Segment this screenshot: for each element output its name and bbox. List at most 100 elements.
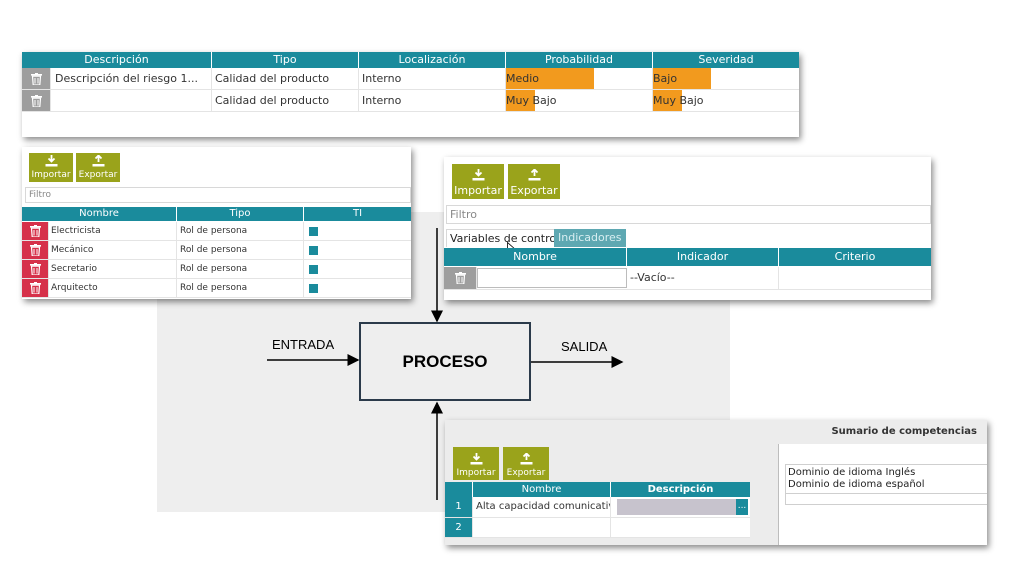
cell-descripcion	[51, 90, 212, 111]
table-row[interactable]: Calidad del producto Interno Muy Bajo Mu…	[22, 90, 799, 112]
export-button[interactable]: Exportar	[503, 447, 549, 480]
cell-localizacion: Interno	[359, 68, 506, 89]
col-header-tipo[interactable]: Tipo	[212, 52, 359, 68]
cell-nombre: Alta capacidad comunicativa	[473, 497, 611, 517]
import-button[interactable]: Importar	[452, 164, 504, 199]
import-button[interactable]: Importar	[453, 447, 499, 480]
control-variables-panel: Importar Exportar Filtro Variables de co…	[444, 157, 931, 300]
criterio-cell[interactable]	[779, 267, 931, 289]
download-icon	[472, 169, 484, 181]
download-icon	[470, 453, 482, 465]
nombre-input[interactable]	[477, 268, 627, 288]
table-row[interactable]: --Vacío--	[444, 267, 931, 290]
col-header-probabilidad[interactable]: Probabilidad	[506, 52, 653, 68]
col-header-tipo[interactable]: Tipo	[177, 207, 304, 221]
col-header-indicador[interactable]: Indicador	[627, 248, 779, 266]
cell-probabilidad: Muy Bajo	[506, 90, 653, 111]
list-item[interactable]: Dominio de idioma español	[788, 479, 925, 490]
output-label: SALIDA	[561, 339, 608, 354]
filter-input[interactable]: Filtro	[25, 187, 411, 203]
col-header-descripcion[interactable]: Descripción	[647, 484, 714, 495]
upload-icon	[92, 155, 104, 167]
delete-button[interactable]	[22, 279, 49, 297]
cell-descripcion[interactable]: ...	[611, 497, 750, 517]
control-table-header: Nombre Indicador Criterio	[444, 248, 931, 266]
competencies-list: Dominio de idioma Inglés Dominio de idio…	[785, 464, 987, 494]
export-label: Exportar	[78, 170, 118, 180]
probability-value: Medio	[506, 72, 540, 85]
ti-color-swatch	[309, 226, 318, 236]
col-header-nombre[interactable]: Nombre	[22, 207, 177, 221]
risk-table-panel: Descripción Tipo Localización Probabilid…	[22, 52, 799, 137]
cell-nombre: Secretario	[49, 260, 177, 278]
trash-icon	[30, 72, 42, 85]
roles-table-header: Nombre Tipo TI	[22, 207, 411, 221]
col-header-ti[interactable]: TI	[352, 208, 363, 219]
trash-icon	[454, 272, 466, 284]
ti-color-swatch	[309, 245, 318, 255]
delete-button[interactable]	[22, 90, 51, 111]
tab-variables-de-control[interactable]: Variables de control	[446, 229, 564, 247]
table-row[interactable]: 2	[445, 518, 750, 538]
delete-button[interactable]	[444, 267, 477, 289]
col-header-num	[445, 482, 473, 497]
risk-table-header: Descripción Tipo Localización Probabilid…	[22, 52, 799, 68]
table-row[interactable]: Descripción del riesgo 1... Calidad del …	[22, 68, 799, 90]
export-label: Exportar	[506, 468, 546, 478]
cell-ti	[304, 260, 411, 278]
cell-nombre: Arquitecto	[49, 279, 177, 297]
list-item[interactable]: Dominio de idioma Inglés	[788, 467, 916, 478]
import-label: Importar	[31, 170, 71, 180]
competencies-table: Nombre Descripción 1 Alta capacidad comu…	[445, 482, 750, 538]
cell-severidad: Muy Bajo	[653, 90, 799, 111]
import-label: Importar	[456, 468, 496, 478]
cell-ti	[304, 279, 411, 297]
severity-level-bar	[653, 90, 683, 111]
import-button[interactable]: Importar	[29, 153, 73, 182]
cell-probabilidad: Medio	[506, 68, 653, 89]
trash-icon	[29, 225, 41, 237]
cell-localizacion: Interno	[359, 90, 506, 111]
cell-descripcion: Descripción del riesgo 1...	[51, 68, 212, 89]
list-input[interactable]	[785, 493, 987, 505]
delete-button[interactable]	[22, 241, 49, 259]
indicador-select[interactable]: --Vacío--	[627, 267, 779, 289]
col-header-criterio[interactable]: Criterio	[834, 250, 876, 263]
col-header-localizacion[interactable]: Localización	[359, 52, 506, 68]
cell-nombre: Mecánico	[49, 241, 177, 259]
export-button[interactable]: Exportar	[508, 164, 560, 199]
col-header-nombre[interactable]: Nombre	[473, 482, 611, 497]
probability-level-bar	[506, 68, 594, 89]
table-row[interactable]: 1 Alta capacidad comunicativa ...	[445, 497, 750, 518]
cell-ti	[304, 222, 411, 240]
cell-tipo: Rol de persona	[177, 241, 304, 259]
row-number: 1	[445, 497, 473, 517]
col-header-descripcion[interactable]: Descripción	[22, 52, 212, 68]
cell-nombre: Electricista	[49, 222, 177, 240]
cell-tipo: Calidad del producto	[212, 68, 359, 89]
probability-level-bar	[506, 90, 536, 111]
competencies-list-box[interactable]: Dominio de idioma Inglés Dominio de idio…	[778, 444, 987, 545]
delete-button[interactable]	[22, 260, 49, 278]
export-button[interactable]: Exportar	[76, 153, 120, 182]
cell-nombre	[473, 518, 611, 537]
filter-input[interactable]: Filtro	[446, 205, 931, 224]
delete-button[interactable]	[22, 222, 49, 240]
ellipsis-button[interactable]: ...	[736, 499, 748, 515]
col-header-nombre[interactable]: Nombre	[444, 248, 627, 266]
descripcion-editor[interactable]	[615, 499, 736, 515]
tab-indicadores[interactable]: Indicadores	[554, 229, 626, 247]
cell-tipo: Calidad del producto	[212, 90, 359, 111]
roles-panel: Importar Exportar Filtro Nombre Tipo TI …	[22, 147, 411, 299]
delete-button[interactable]	[22, 68, 51, 89]
competencies-title: Sumario de competencias	[831, 426, 977, 437]
competencies-table-header: Nombre Descripción	[445, 482, 750, 497]
trash-icon	[30, 94, 42, 107]
col-header-severidad[interactable]: Severidad	[698, 53, 754, 66]
